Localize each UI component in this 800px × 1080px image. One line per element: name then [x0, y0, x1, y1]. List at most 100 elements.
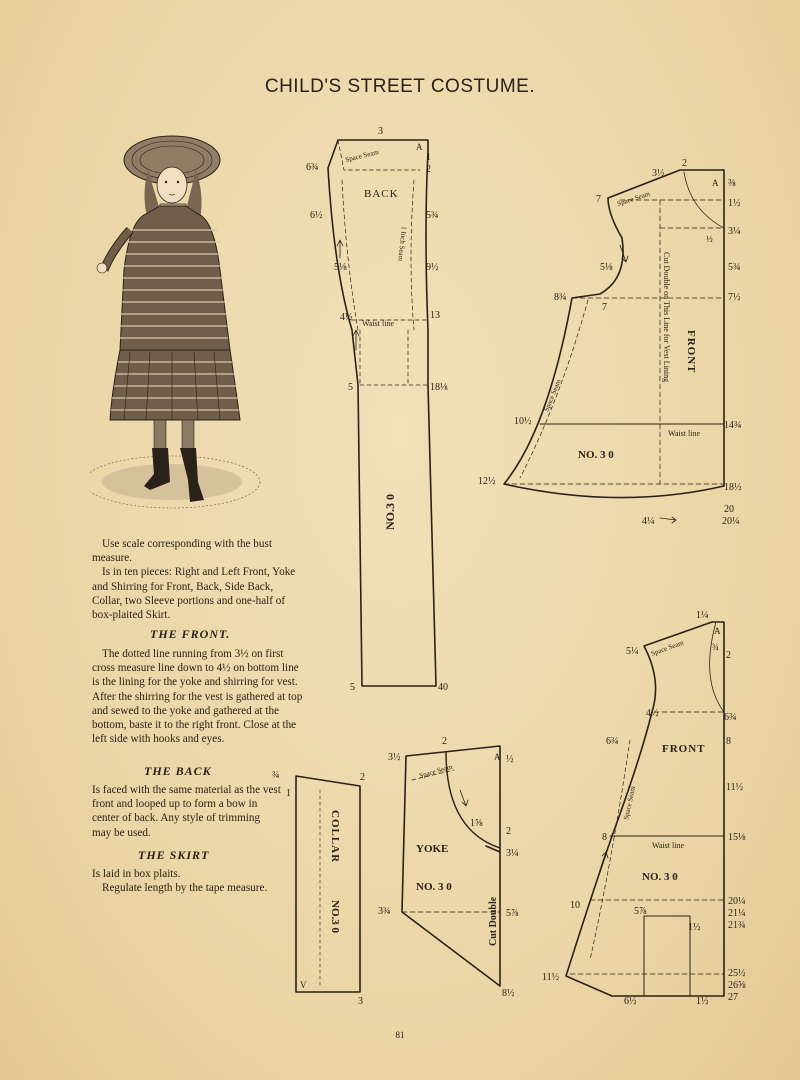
front-lower-mark-1: A	[714, 626, 721, 636]
back-mark-2: 1	[426, 152, 431, 163]
yoke-mark-1: 3½	[388, 752, 401, 763]
front-upper-mark-0: 3½	[652, 168, 665, 179]
skirt-text-1: Is laid in box plaits.	[92, 868, 181, 880]
back-mark-4: 6¾	[306, 162, 319, 173]
collar-number: NO.3 0	[329, 900, 341, 934]
front-lower-mark-18: 11½	[542, 972, 560, 983]
yoke-mark-4: 1⅝	[470, 818, 483, 829]
yoke-mark-2: A	[494, 752, 501, 762]
front-upper-mark-14: 14¾	[724, 420, 742, 431]
front-upper-mark-13: 10½	[514, 416, 532, 427]
front-lower-mark-11: 15⅛	[728, 832, 746, 843]
front-lower-mark-16: 1½	[688, 922, 701, 933]
collar-mark-2: 2	[360, 772, 365, 783]
back-mark-7: 5⅛	[334, 262, 347, 273]
front-lower-mark-7: 6¾	[606, 736, 619, 747]
back-mark-12: 18⅛	[430, 382, 448, 393]
skirt-heading: THE SKIRT	[138, 848, 210, 862]
front-upper-mark-19: 20¼	[722, 516, 740, 527]
back-mark-9: 4½	[340, 312, 353, 323]
front-upper-mark-11: 7	[602, 302, 607, 313]
front-upper-cut-double: Cut Double on This Line for Vest Lining	[662, 252, 671, 382]
front-lower-mark-6: 6¾	[724, 712, 737, 723]
child-costume-illustration	[90, 135, 261, 509]
collar-pattern	[295, 775, 361, 993]
collar-mark-4: 3	[358, 996, 363, 1007]
front-lower-mark-4: 2	[726, 650, 731, 661]
front-lower-mark-3: ¾	[712, 642, 719, 652]
front-upper-mark-7: ½	[706, 234, 713, 244]
front-text: The dotted line running from 3½ on first…	[92, 648, 303, 746]
front-upper-mark-18: 20	[724, 504, 734, 515]
front-lower-pattern	[565, 621, 725, 997]
front-upper-mark-9: 5¾	[728, 262, 741, 273]
front-lower-mark-15: 21¼	[728, 908, 746, 919]
back-mark-6: 5¾	[426, 210, 439, 221]
collar-label: COLLAR	[329, 810, 341, 863]
back-mark-3: 2	[426, 164, 431, 175]
front-upper-label: FRONT	[685, 330, 697, 374]
front-lower-mark-8: 8	[726, 736, 731, 747]
front-upper-mark-15: 12½	[478, 476, 496, 487]
yoke-number: NO. 3 0	[416, 881, 452, 893]
yoke-space-seam: Space Seam	[418, 763, 453, 780]
page-title: CHILD'S STREET COSTUME.	[264, 76, 536, 97]
back-mark-10: 13	[430, 310, 440, 321]
front-lower-mark-20: 26⅝	[728, 980, 746, 991]
front-lower-mark-23: 27	[728, 992, 738, 1003]
collar-mark-1: 1	[286, 788, 291, 799]
instructions-skirt: Is laid in box plaits. Regulate length b…	[92, 867, 282, 895]
back-text: Is faced with the same material as the v…	[92, 784, 281, 839]
front-lower-label: FRONT	[662, 743, 706, 755]
back-pattern	[327, 139, 437, 687]
front-lower-mark-0: 1¼	[696, 610, 709, 621]
front-lower-mark-2: 5¼	[626, 646, 639, 657]
front-lower-mark-13: 5⅞	[634, 906, 647, 917]
instructions-back: Is faced with the same material as the v…	[92, 783, 282, 840]
back-space-seam: Space Seam	[345, 148, 380, 164]
front-lower-mark-19: 25½	[728, 968, 746, 979]
instructions-front: The dotted line running from 3½ on first…	[92, 647, 304, 746]
page-number: 81	[395, 1030, 405, 1040]
front-lower-waist: Waist line	[652, 841, 684, 850]
yoke-label: YOKE	[416, 843, 448, 855]
front-lower-mark-10: 8	[602, 832, 607, 843]
front-upper-mark-4: 7	[596, 194, 601, 205]
front-lower-mark-9: 11½	[726, 782, 744, 793]
back-waist-label: Waist line	[362, 319, 394, 328]
front-lower-number: NO. 3 0	[642, 871, 678, 883]
front-upper-mark-1: 2	[682, 158, 687, 169]
back-mark-1: A	[416, 142, 423, 152]
yoke-mark-9: 8½	[502, 988, 515, 999]
back-number: NO.3 0	[383, 494, 397, 530]
front-upper-mark-5: 1½	[728, 198, 741, 209]
intro-text: Use scale corresponding with the bust me…	[92, 538, 272, 565]
front-upper-waist: Waist line	[668, 429, 700, 438]
front-lower-mark-17: 21¾	[728, 920, 746, 931]
back-mark-8: 9½	[426, 262, 439, 273]
collar-mark-0: ¾	[272, 770, 280, 781]
back-heading: THE BACK	[144, 764, 212, 778]
front-upper-mark-17: 4¼	[642, 516, 655, 527]
yoke-mark-3: ½	[506, 754, 514, 765]
front-upper-mark-12: 7½	[728, 292, 741, 303]
front-lower-mark-21: 6½	[624, 996, 637, 1007]
front-lower-mark-12: 10	[570, 900, 580, 911]
back-mark-13: 5	[350, 682, 355, 693]
front-upper-mark-8: 5⅛	[600, 262, 613, 273]
front-upper-mark-16: 18½	[724, 482, 742, 493]
front-upper-number: NO. 3 0	[578, 449, 614, 461]
front-upper-side-seam: Space Seam	[542, 378, 562, 413]
yoke-mark-0: 2	[442, 736, 447, 747]
front-upper-mark-2: A	[712, 178, 719, 188]
front-upper-mark-10: 8¾	[554, 292, 567, 303]
yoke-mark-5: 2	[506, 826, 511, 837]
front-upper-mark-6: 3¼	[728, 226, 741, 237]
yoke-mark-7: 3¾	[378, 906, 391, 917]
pieces-text: Is in ten pieces: Right and Left Front, …	[92, 566, 296, 622]
front-upper-pattern	[503, 169, 725, 499]
skirt-text-2: Regulate length by the tape measure.	[102, 882, 268, 895]
front-lower-mark-22: 1½	[696, 996, 709, 1007]
